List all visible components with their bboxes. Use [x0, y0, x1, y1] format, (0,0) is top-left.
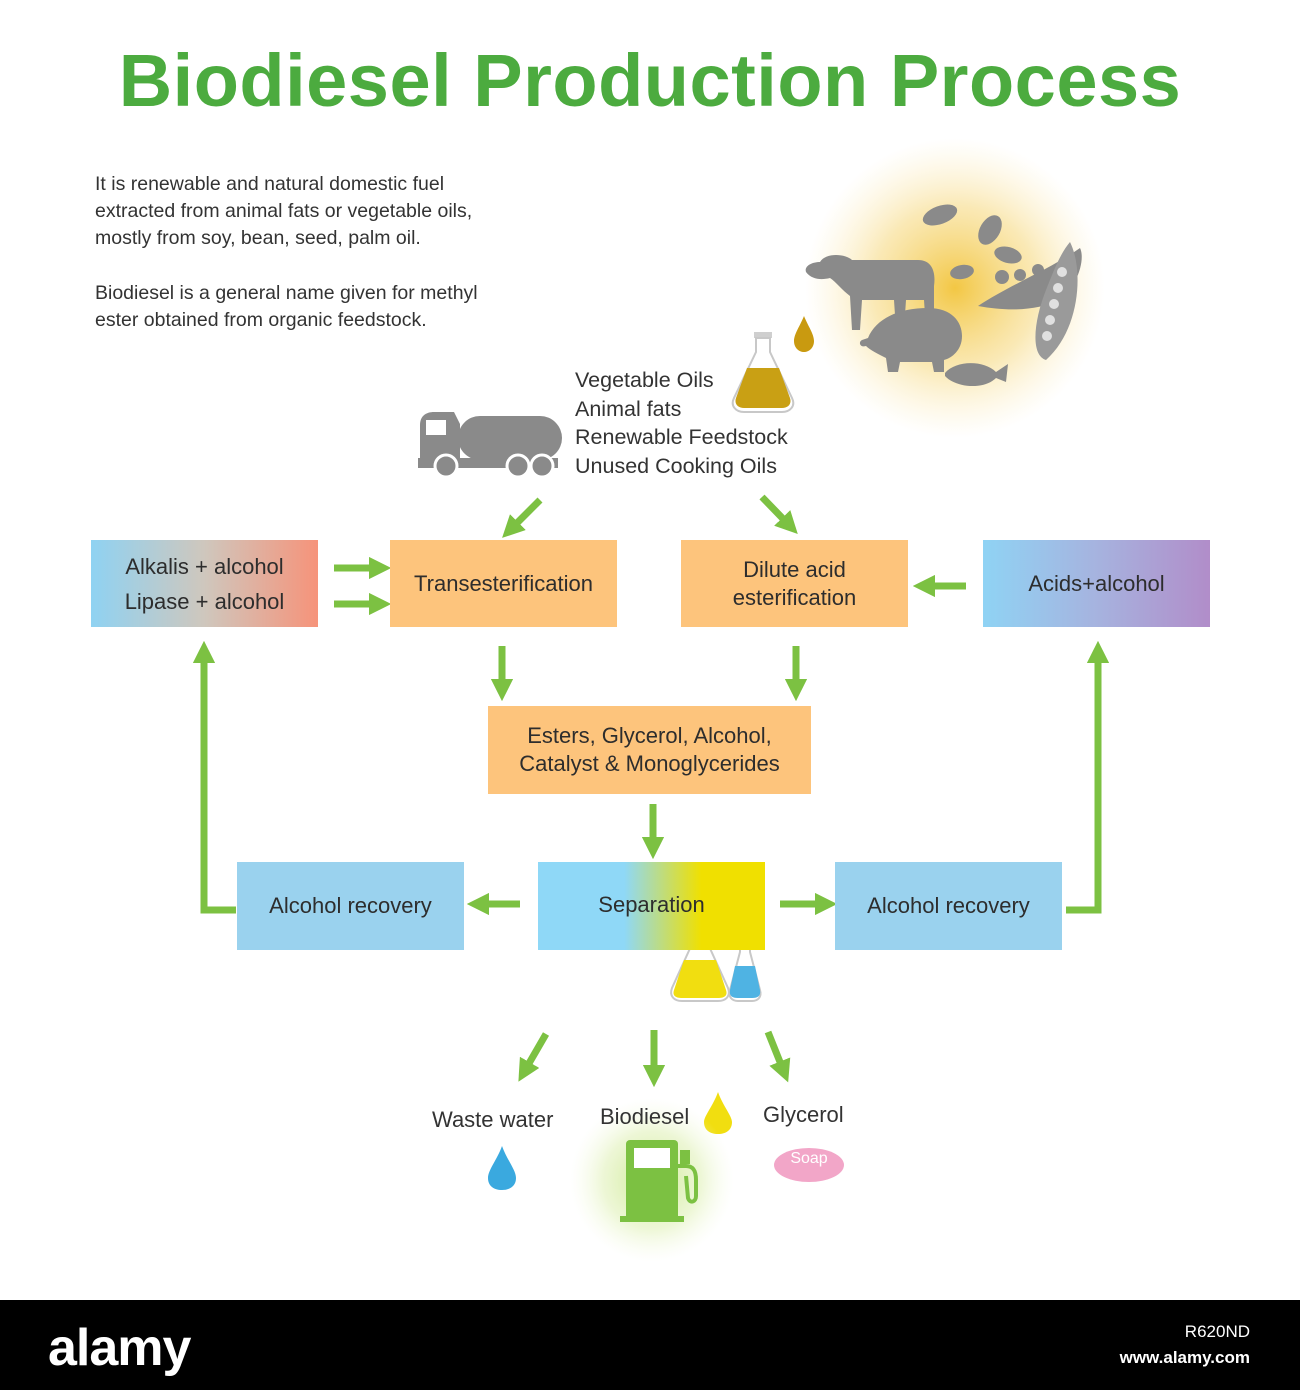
waste-water-label: Waste water	[432, 1107, 554, 1132]
catalyst-label: Catalyst & Monoglycerides	[519, 751, 780, 776]
feedstock-item: Renewable Feedstock	[575, 425, 788, 450]
pig-icon	[859, 308, 962, 372]
alkalis-lipase-box: Alkalis + alcohol Lipase + alcohol	[91, 540, 318, 627]
diagram-graphics	[192, 138, 1110, 1262]
watermark-url: www.alamy.com	[1119, 1348, 1250, 1367]
recycle-loops	[192, 640, 1110, 914]
feedstock-item: Unused Cooking Oils	[575, 453, 777, 478]
acids-alcohol-box: Acids+alcohol	[983, 540, 1210, 627]
intro-line: mostly from soy, bean, seed, palm oil.	[95, 227, 421, 249]
acids-alcohol-label: Acids+alcohol	[1028, 570, 1165, 596]
water-drop-icon	[488, 1146, 516, 1190]
intro-line: Biodiesel is a general name given for me…	[95, 282, 478, 304]
separation-box: Separation	[538, 862, 765, 950]
dilute-acid-label: Dilute acid	[743, 556, 846, 582]
tanker-truck-icon	[418, 412, 562, 479]
watermark-image-id: R620ND	[1184, 1322, 1250, 1341]
transesterification-label: Transesterification	[414, 570, 593, 596]
intro-line: ester obtained from organic feedstock.	[95, 309, 427, 331]
glycerol-label: Glycerol	[763, 1102, 844, 1127]
intro-paragraph-2: Biodiesel is a general name given for me…	[95, 280, 565, 334]
feedstock-list: Vegetable Oils Animal fats Renewable Fee…	[575, 366, 788, 480]
watermark-bar	[0, 1300, 1300, 1390]
watermark-logo: alamy	[48, 1319, 191, 1377]
soap-label: Soap	[790, 1150, 828, 1167]
alcohol-recovery-right-box: Alcohol recovery	[835, 862, 1062, 950]
dilute-acid-box: Dilute acid esterification	[681, 540, 908, 627]
alkalis-label: Alkalis + alcohol	[125, 553, 284, 579]
intro-paragraph-1: It is renewable and natural domestic fue…	[95, 171, 565, 252]
alcohol-recovery-label: Alcohol recovery	[867, 893, 1030, 918]
page-title: Biodiesel Production Process	[118, 39, 1182, 122]
intro-line: It is renewable and natural domestic fue…	[95, 173, 445, 195]
oil-drop-icon	[794, 316, 814, 352]
alcohol-recovery-label: Alcohol recovery	[269, 893, 432, 918]
esterification-label: esterification	[732, 584, 857, 610]
feedstock-item: Vegetable Oils	[575, 368, 714, 392]
lipase-label: Lipase + alcohol	[124, 588, 285, 614]
esters-label: Esters, Glycerol, Alcohol,	[527, 723, 772, 748]
soap-bar-icon	[774, 1148, 844, 1182]
fish-icon	[945, 363, 1008, 387]
oil-flask-icon	[731, 332, 795, 413]
transesterification-box: Transesterification	[390, 540, 617, 627]
fuel-pump-icon	[620, 1140, 698, 1222]
alcohol-recovery-left-box: Alcohol recovery	[237, 862, 464, 950]
biodiesel-label: Biodiesel	[600, 1104, 690, 1129]
feedstock-glow	[805, 138, 1105, 438]
separation-label: Separation	[598, 892, 705, 917]
esters-mixture-box: Esters, Glycerol, Alcohol, Catalyst & Mo…	[488, 706, 811, 794]
pea-pod-icon	[978, 242, 1082, 360]
intro-line: extracted from animal fats or vegetable …	[95, 200, 473, 222]
feedstock-item: Animal fats	[575, 396, 682, 421]
flow-arrows	[334, 494, 966, 1088]
